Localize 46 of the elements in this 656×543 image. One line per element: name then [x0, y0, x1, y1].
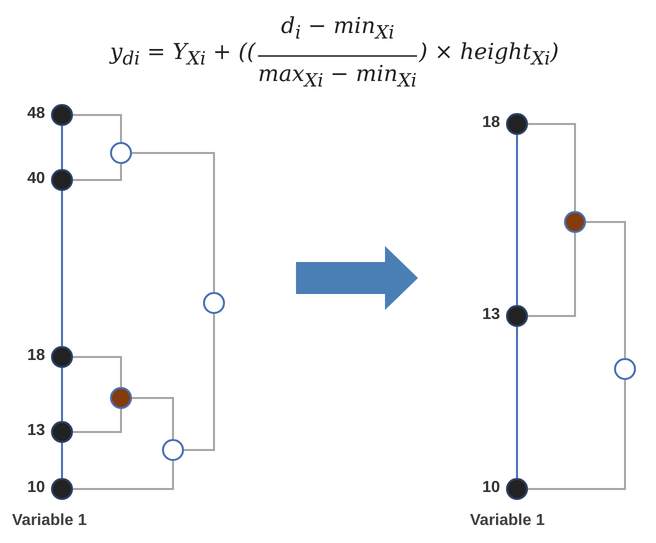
connector-line	[586, 221, 626, 358]
formula-text: ) × height$_{Xi}$)	[419, 40, 559, 70]
connector-line	[73, 114, 122, 142]
data-point	[506, 478, 528, 500]
connector-line	[132, 152, 215, 292]
connector-line	[73, 164, 122, 181]
axis-value: 10	[482, 479, 500, 497]
connector-line	[184, 314, 215, 451]
connector-line	[73, 409, 122, 433]
connector-line	[528, 123, 576, 211]
data-point	[51, 104, 73, 126]
data-point	[51, 346, 73, 368]
fraction-denominator: max$_{Xi}$ − min$_{Xi}$	[258, 62, 417, 92]
axis-line	[516, 135, 518, 305]
connector-line	[73, 461, 174, 490]
axis-value: 40	[27, 170, 45, 188]
axis-value: 18	[482, 114, 500, 132]
axis-title: Variable 1	[12, 512, 87, 530]
data-point	[51, 169, 73, 191]
cluster-node	[203, 292, 225, 314]
axis-value: 18	[27, 347, 45, 365]
axis-value: 13	[27, 422, 45, 440]
axis-value: 13	[482, 306, 500, 324]
data-point	[506, 113, 528, 135]
axis-line	[61, 126, 63, 169]
formula-text: y$_{di}$ = Y$_{Xi}$ + ((	[110, 40, 256, 70]
axis-line	[61, 191, 63, 346]
connector-line	[132, 397, 174, 439]
axis-title: Variable 1	[470, 512, 545, 530]
axis-value: 10	[27, 479, 45, 497]
data-point	[51, 478, 73, 500]
fraction-numerator: d$_{i}$ − min$_{Xi}$	[281, 14, 394, 44]
axis-line	[61, 443, 63, 478]
connector-line	[73, 356, 122, 387]
axis-value: 48	[27, 105, 45, 123]
cluster-node	[110, 142, 132, 164]
data-point	[51, 421, 73, 443]
cluster-node	[110, 387, 132, 409]
cluster-node	[162, 439, 184, 461]
connector-line	[528, 380, 626, 490]
axis-line	[516, 327, 518, 478]
connector-line	[528, 233, 576, 317]
cluster-node	[564, 211, 586, 233]
data-point	[506, 305, 528, 327]
cluster-node	[614, 358, 636, 380]
axis-line	[61, 368, 63, 421]
